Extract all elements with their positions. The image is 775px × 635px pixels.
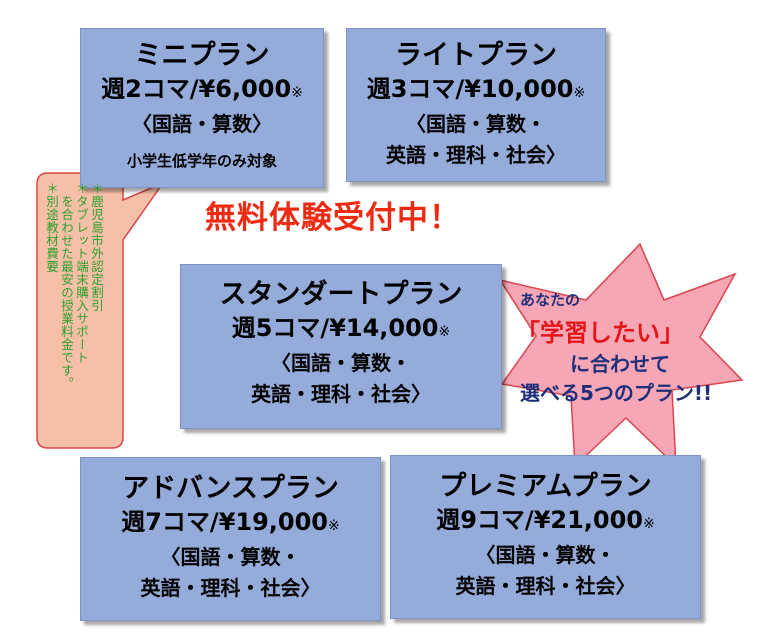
plan-subjects-line-2: 英語・理科・社会〉 bbox=[455, 574, 636, 598]
plan-target-note: 小学生低学年のみ対象 bbox=[126, 152, 277, 170]
plan-subjects-line-1: 〈国語・算数・ bbox=[160, 545, 301, 569]
plan-name: アドバンスプラン bbox=[122, 473, 339, 504]
plan-card-light: ライトプラン 週3コマ/¥10,000※ 〈国語・算数・ 英語・理科・社会〉 bbox=[346, 28, 606, 182]
price-note-mark: ※ bbox=[438, 324, 451, 340]
callout-line-1: ＊鹿児島市外認定割引 bbox=[89, 182, 104, 312]
free-trial-banner: 無料体験受付中！ bbox=[205, 200, 461, 236]
callout-line-4: ＊別途教材費要 bbox=[44, 182, 59, 273]
price-note-mark: ※ bbox=[328, 518, 340, 534]
plan-price: 週2コマ/¥6,000 bbox=[101, 75, 292, 103]
plan-subjects-line-2: 英語・理科・社会〉 bbox=[386, 143, 566, 167]
plan-card-advance: アドバンスプラン 週7コマ/¥19,000※ 〈国語・算数・ 英語・理科・社会〉 bbox=[80, 457, 381, 621]
callout-line-3: を合わせた最安の授業料金です。 bbox=[59, 182, 74, 390]
star-burst-polygon bbox=[498, 242, 744, 468]
price-note-mark: ※ bbox=[573, 85, 586, 101]
plan-price: 週5コマ/¥14,000 bbox=[231, 314, 439, 342]
plan-price-line: 週7コマ/¥19,000※ bbox=[81, 506, 380, 542]
plan-subjects-line-1: 〈国語・算数・ bbox=[271, 351, 411, 375]
plan-subjects-line-2: 英語・理科・社会〉 bbox=[140, 576, 321, 600]
price-note-mark: ※ bbox=[643, 516, 655, 532]
callout-note-text: ＊鹿児島市外認定割引 ＊タブレット端末購入サポート を合わせた最安の授業料金です… bbox=[44, 182, 104, 432]
star-text-line-2: 「学習したい」 bbox=[516, 319, 684, 347]
star-text-line-1: あなたの bbox=[520, 291, 581, 309]
callout-line-2: ＊タブレット端末購入サポート bbox=[74, 182, 89, 364]
plan-card-mini: ミニプラン 週2コマ/¥6,000※ 〈国語・算数〉 小学生低学年のみ対象 bbox=[80, 28, 324, 188]
plan-card-standard: スタンダートプラン 週5コマ/¥14,000※ 〈国語・算数・ 英語・理科・社会… bbox=[180, 264, 502, 429]
star-text-line-4: 選べる5つのプラン!! bbox=[520, 381, 713, 405]
plan-price-line: 週5コマ/¥14,000※ bbox=[181, 312, 501, 348]
plan-subjects-line-2: 英語・理科・社会〉 bbox=[251, 382, 431, 406]
plan-price-line: 週3コマ/¥10,000※ bbox=[347, 73, 605, 109]
plan-price: 週7コマ/¥19,000 bbox=[121, 508, 329, 536]
price-note-mark: ※ bbox=[291, 85, 303, 101]
plan-name: プレミアムプラン bbox=[439, 471, 652, 502]
plan-name: スタンダートプラン bbox=[219, 279, 463, 310]
plan-subjects-line-1: 〈国語・算数・ bbox=[475, 543, 616, 567]
plan-price-line: 週2コマ/¥6,000※ bbox=[81, 73, 323, 109]
plan-name: ライトプラン bbox=[395, 40, 557, 71]
plan-name: ミニプラン bbox=[134, 40, 270, 71]
plan-price: 週3コマ/¥10,000 bbox=[366, 75, 574, 103]
plan-subjects-line-1: 〈国語・算数・ bbox=[406, 112, 546, 136]
plan-price: 週9コマ/¥21,000 bbox=[436, 506, 644, 534]
star-text-line-3: に合わせて bbox=[570, 352, 670, 376]
plan-card-premium: プレミアムプラン 週9コマ/¥21,000※ 〈国語・算数・ 英語・理科・社会〉 bbox=[390, 455, 701, 619]
plan-subjects: 〈国語・算数〉 bbox=[132, 112, 272, 136]
plan-price-line: 週9コマ/¥21,000※ bbox=[391, 504, 700, 540]
